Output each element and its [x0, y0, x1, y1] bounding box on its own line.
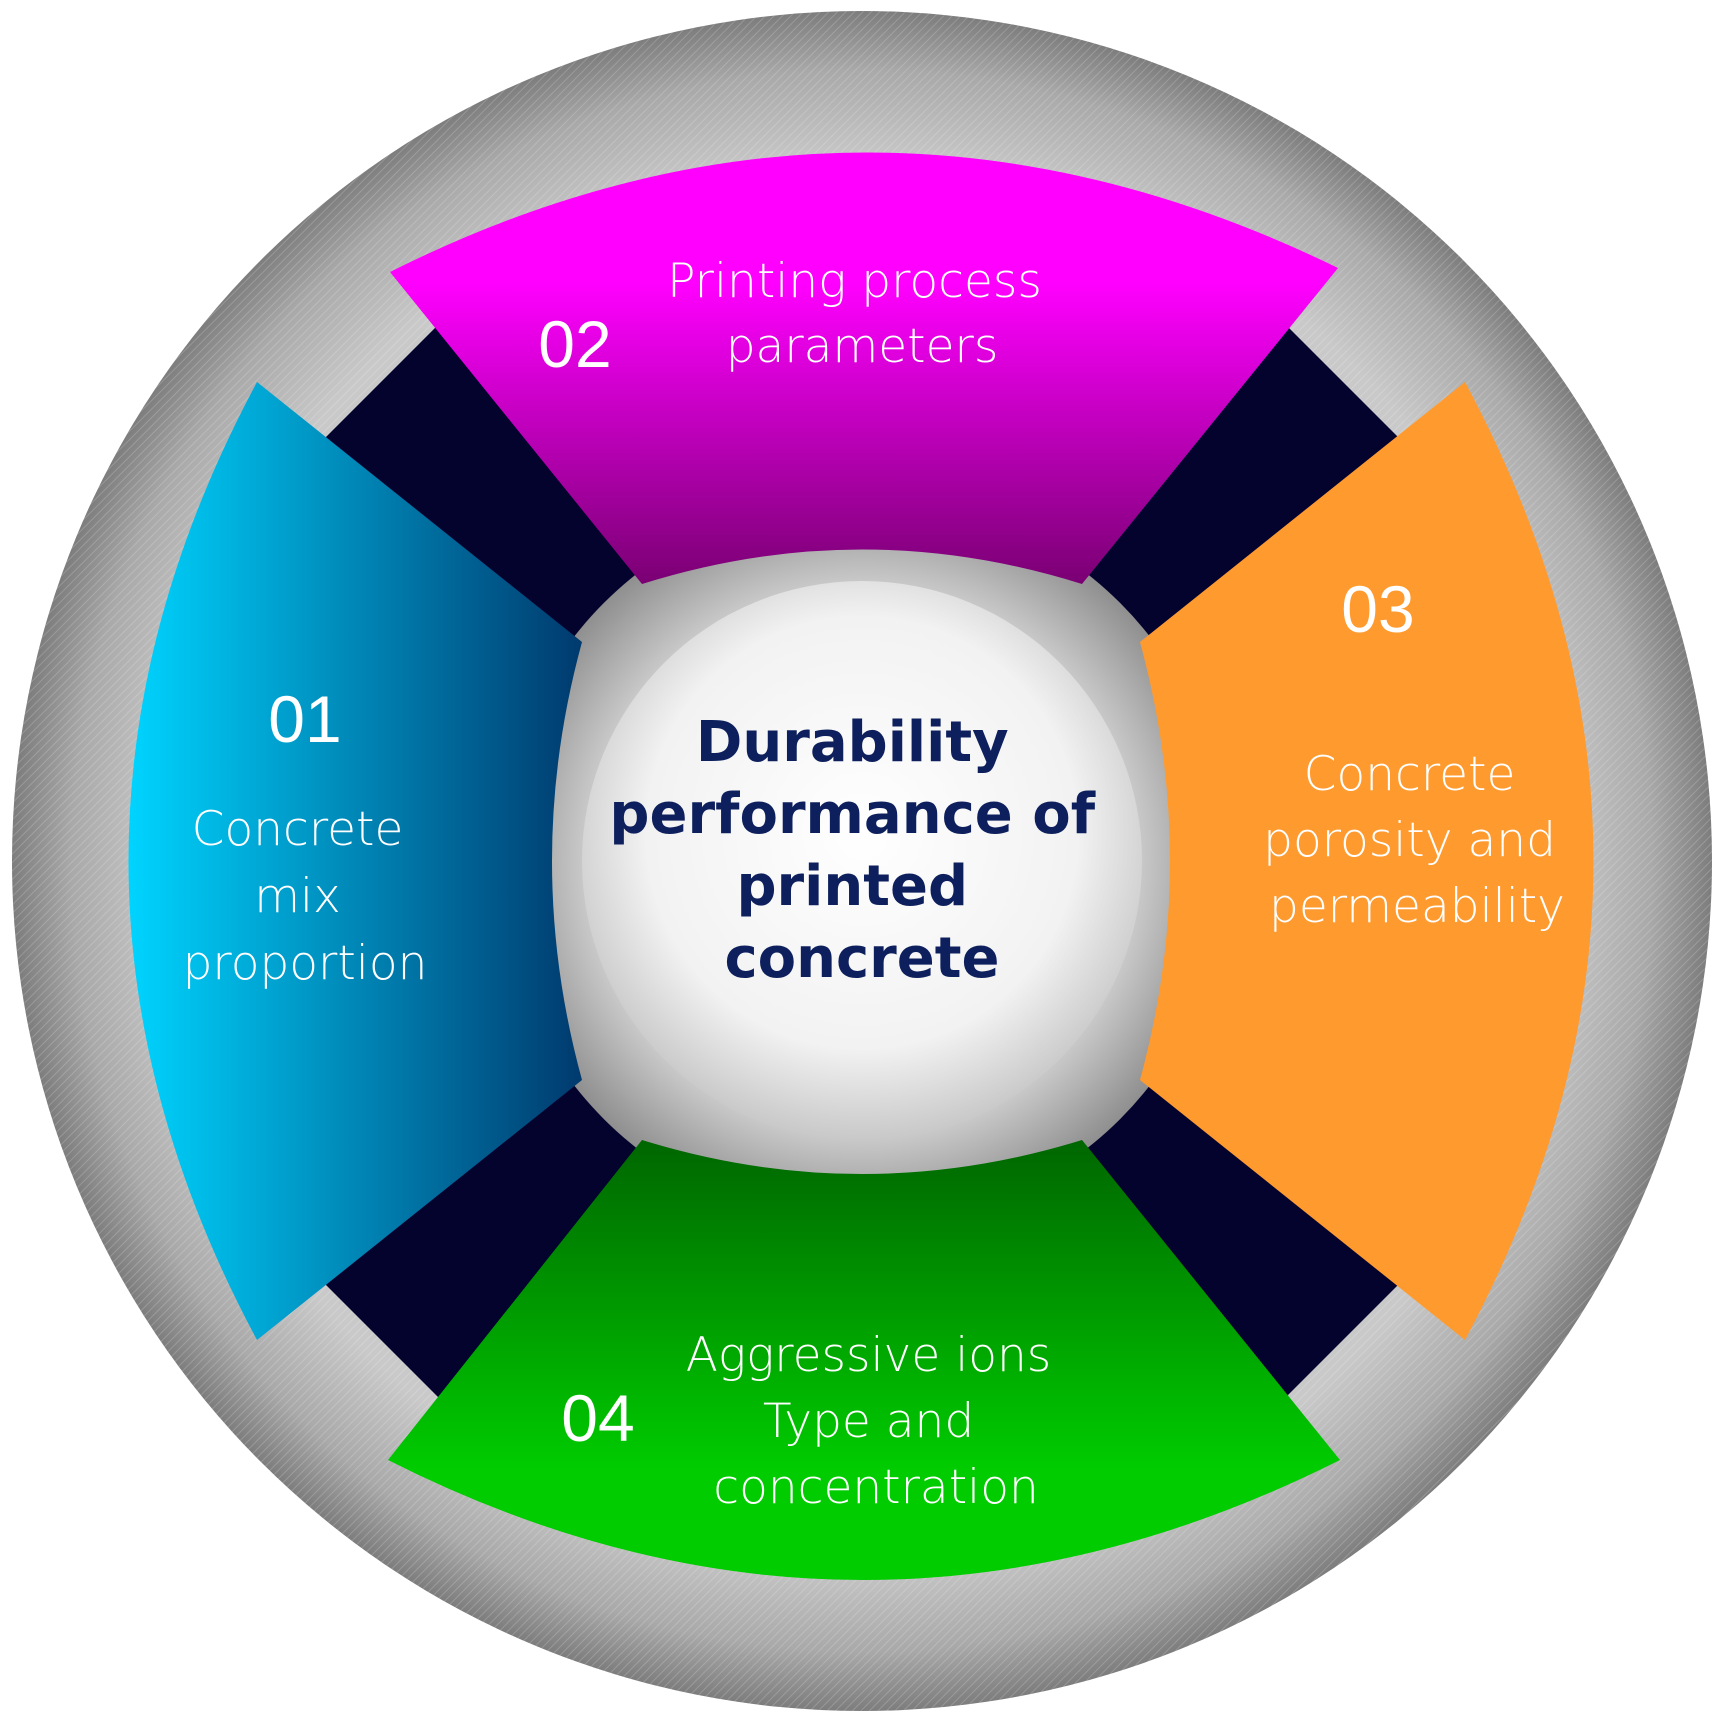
center-title-line: Durability: [696, 710, 1009, 775]
segment-01-label-line: mix: [254, 869, 341, 924]
segment-02-number: 02: [538, 307, 611, 381]
segment-04-label: Aggressive ions Type and concentration: [686, 1328, 1067, 1515]
center-title: Durability performance of printed concre…: [609, 710, 1114, 991]
segment-01-number: 01: [268, 682, 341, 756]
segment-01-label-line: proportion: [183, 936, 428, 991]
center-title-line: performance of: [609, 782, 1095, 847]
segment-02-shape: [390, 152, 1338, 584]
segment-04-label-line: Type and: [763, 1394, 974, 1449]
segment-03-number: 03: [1341, 572, 1414, 646]
center-title-line: printed: [736, 854, 968, 919]
segment-03-label: Concrete porosity and permeability: [1263, 747, 1571, 934]
segment-03-label-line: Concrete: [1304, 747, 1516, 802]
segment-01-label: Concrete mix proportion: [183, 802, 428, 991]
segment-03-shape: [1140, 382, 1594, 1340]
segment-04-label-line: Aggressive ions: [686, 1328, 1052, 1383]
segment-04-number: 04: [561, 1381, 634, 1455]
segment-01-label-line: Concrete: [192, 802, 404, 857]
center-title-line: concrete: [724, 926, 999, 991]
segment-04-shape: [388, 1140, 1340, 1580]
segment-02-label-line: Printing process: [667, 254, 1042, 309]
segment-03-label-line: porosity and: [1263, 813, 1556, 868]
center-disc: [582, 581, 1142, 1141]
segment-03-label-line: permeability: [1269, 879, 1565, 934]
segment-02-label: Printing process parameters: [667, 254, 1057, 374]
segment-02-label-line: parameters: [726, 319, 999, 374]
segment-01-shape: [128, 382, 582, 1340]
segment-04-label-line: concentration: [713, 1460, 1039, 1515]
